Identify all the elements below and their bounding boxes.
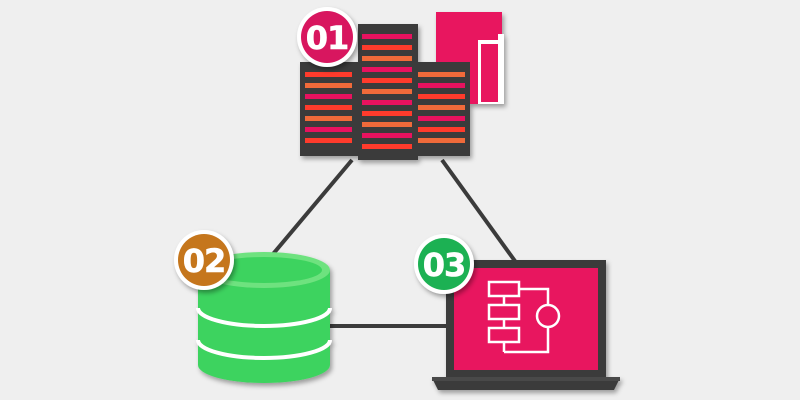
table-row-bar <box>418 72 465 77</box>
table-row-bar <box>362 56 412 61</box>
table-row-bar <box>362 45 412 50</box>
table-row-bar <box>362 122 412 127</box>
connector-table-database <box>266 158 354 262</box>
table-row-bar <box>362 111 412 116</box>
database-icon <box>196 252 332 383</box>
table-row-bar <box>418 105 465 110</box>
connector-lines <box>266 158 522 328</box>
badge-03: 03 <box>414 234 474 294</box>
badge-03-label: 03 <box>423 246 466 284</box>
badge-02: 02 <box>174 230 234 290</box>
table-row-bar <box>418 138 465 143</box>
table-row-bar <box>305 138 352 143</box>
table-row-bar <box>418 116 465 121</box>
table-row-bar <box>362 100 412 105</box>
table-row-bar <box>305 127 352 132</box>
connector-table-laptop <box>440 158 522 270</box>
flowchart-icon <box>487 280 561 354</box>
table-row-bar <box>362 144 412 149</box>
table-row-bar <box>305 116 352 121</box>
badge-01: 01 <box>297 7 357 67</box>
table-row-bar <box>362 78 412 83</box>
table-row-bar <box>305 83 352 88</box>
table-row-bar <box>362 34 412 39</box>
table-row-bar <box>418 127 465 132</box>
table-row-bar <box>418 94 465 99</box>
table-row-bar <box>362 89 412 94</box>
table-row-bar <box>362 133 412 138</box>
badge-02-label: 02 <box>183 242 226 280</box>
table-row-bar <box>418 83 465 88</box>
badge-01-label: 01 <box>306 19 349 57</box>
table-row-bar <box>362 67 412 72</box>
table-row-bar <box>305 94 352 99</box>
table-row-bar <box>305 105 352 110</box>
spreadsheet-rows <box>305 34 465 149</box>
table-row-bar <box>305 72 352 77</box>
